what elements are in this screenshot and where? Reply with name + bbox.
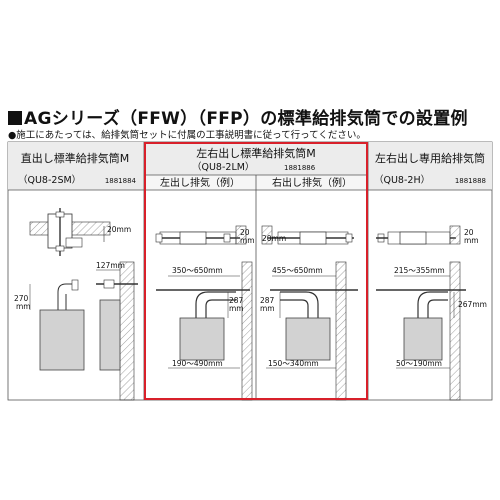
col2r-dim-287: 287: [260, 296, 275, 305]
title-text: AGシリーズ（FFW）（FFP）の標準給排気筒での設置例: [24, 109, 468, 129]
col1-dim-127: 127mm: [96, 261, 125, 270]
col2l-dim-350-650: 350～650mm: [172, 266, 223, 275]
sub-right-label: 右出し排気（例）: [272, 176, 352, 189]
col2-left-top-view: 20 mm: [155, 225, 255, 245]
col2-left-front-view: 350～650mm 287 mm 190～490mm: [156, 261, 253, 401]
col2r-dim-150-340: 150～340mm: [268, 359, 319, 368]
col2l-dim-190-490: 190～490mm: [172, 359, 223, 368]
square-bullet-icon: [8, 111, 22, 125]
highlight-box: [144, 142, 368, 400]
col1-dim-270: 270: [14, 294, 29, 303]
col3-dim-20: 20: [464, 228, 474, 237]
col3-dim-20-unit: mm: [464, 236, 479, 245]
col1-dim-20: 20mm: [107, 225, 131, 234]
col3-code: 1881888: [455, 177, 486, 185]
col1-top-view: 20mm: [29, 208, 131, 256]
col2-right-front-view: 455～650mm 287 mm 150～340mm: [260, 261, 358, 401]
col1-heater: [39, 309, 85, 371]
col2l-dim-287-unit: mm: [229, 304, 244, 313]
col2l-heater: [179, 317, 225, 361]
col2r-heater: [285, 317, 331, 361]
col1-front-view: 270 mm: [14, 279, 85, 371]
col3-dim-267: 267mm: [458, 300, 487, 309]
col3-dim-50-190: 50～190mm: [396, 359, 442, 368]
col2l-dim-20: 20: [240, 228, 250, 237]
install-note: ●施工にあたっては、給排気筒セットに付属の工事説明書に従って行ってください。: [8, 130, 366, 141]
col3-front-view: 215～355mm 267mm 50～190mm: [376, 261, 487, 401]
col2r-dim-20: 20mm: [262, 234, 286, 243]
col2r-dim-455-650: 455～650mm: [272, 266, 323, 275]
col2l-dim-20-unit: mm: [240, 236, 255, 245]
col2-model: （QU8-2LM）: [192, 161, 254, 173]
col2l-dim-287: 287: [229, 296, 244, 305]
col1-code: 1881884: [105, 177, 137, 185]
col1-dim-270-unit: mm: [16, 302, 31, 311]
col1-model: （QU8-2SM）: [18, 174, 81, 186]
col1-name: 直出し標準給排気筒M: [21, 151, 130, 165]
col3-heater: [403, 317, 443, 361]
sub-left-label: 左出し排気（例）: [160, 176, 240, 189]
col3-top-view: 20 mm: [376, 225, 479, 245]
col2-right-top-view: 20mm: [261, 225, 354, 245]
page-title: AGシリーズ（FFW）（FFP）の標準給排気筒での設置例: [8, 104, 468, 129]
col3-dim-215-355: 215～355mm: [394, 266, 445, 275]
col3-name: 左右出し専用給排気筒: [375, 151, 485, 165]
col2r-dim-287-unit: mm: [260, 304, 275, 313]
col3-model: （QU8-2H）: [374, 174, 430, 186]
col2-name: 左右出し標準給排気筒M: [196, 146, 316, 160]
col2-code: 1881886: [284, 164, 316, 172]
col1-side-view: 127mm: [96, 261, 138, 401]
